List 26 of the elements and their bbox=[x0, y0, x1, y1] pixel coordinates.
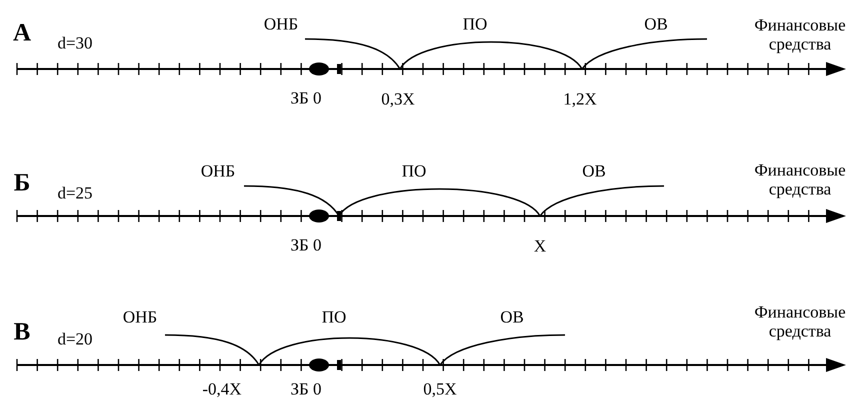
panel-letter: Б bbox=[14, 169, 30, 197]
panel-letter: А bbox=[12, 19, 32, 47]
axis-title: Финансовые средства bbox=[753, 161, 847, 199]
range-label: ОНБ bbox=[200, 162, 236, 182]
point-label: ЗБ 0 bbox=[290, 236, 322, 256]
panel-letter: В bbox=[14, 318, 30, 346]
range-label: ОВ bbox=[644, 16, 668, 34]
range-label: ОНБ bbox=[122, 308, 158, 328]
range-label: ОНБ bbox=[264, 16, 298, 34]
point-label: -0,4X bbox=[202, 380, 242, 400]
axis-title: Финансовые средства bbox=[753, 303, 847, 341]
point-label: X bbox=[534, 238, 546, 256]
range-label: ПО bbox=[462, 16, 488, 34]
range-label: ОВ bbox=[582, 162, 606, 182]
range-label: ОВ bbox=[500, 308, 524, 328]
point-label: ЗБ 0 bbox=[290, 380, 322, 400]
range-label: ПО bbox=[402, 162, 426, 182]
point-label: 1,2X bbox=[563, 90, 597, 110]
discount-rate-label: d=30 bbox=[57, 34, 93, 54]
range-label: ПО bbox=[322, 308, 346, 328]
point-label: 0,3X bbox=[381, 90, 415, 110]
axis-title: Финансовые средства bbox=[753, 16, 847, 54]
discount-rate-label: d=20 bbox=[57, 330, 93, 350]
point-label: 0,5X bbox=[423, 380, 457, 400]
point-label: ЗБ 0 bbox=[290, 90, 322, 108]
discount-rate-label: d=25 bbox=[57, 184, 93, 204]
